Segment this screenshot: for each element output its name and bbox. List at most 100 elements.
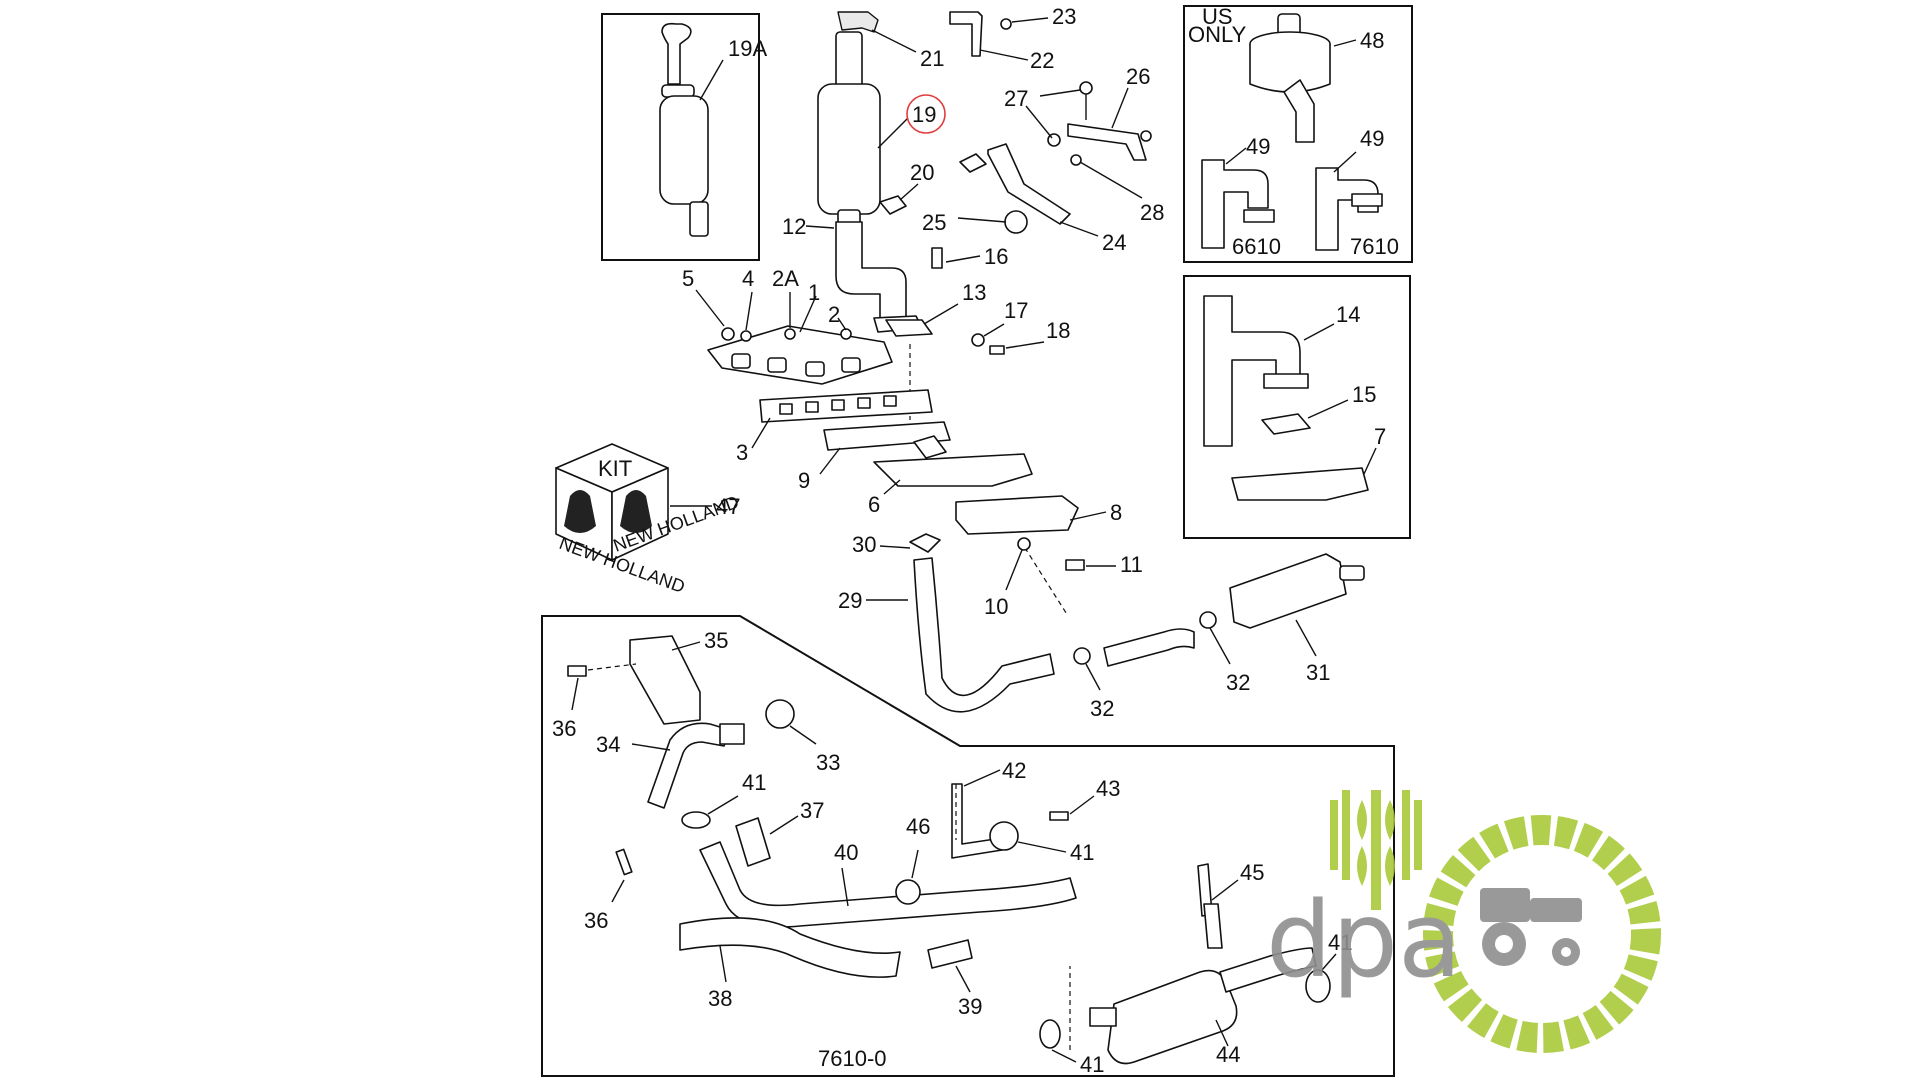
elbow-14 — [1203, 295, 1309, 447]
callout-9: 9 — [798, 468, 810, 493]
precleaner-48 — [1249, 13, 1331, 143]
inset-elbow-14-frame — [1183, 275, 1411, 539]
us-only-line1: US — [1202, 4, 1233, 29]
callout-36b: 36 — [584, 908, 608, 933]
pipe-38: 38 — [679, 917, 901, 1011]
callout-49a: 49 — [1246, 134, 1270, 159]
clamp-20: 20 — [879, 160, 934, 215]
us-only-line2: ONLY — [1188, 22, 1247, 47]
support-24: 25 24 — [922, 143, 1126, 255]
callout-14: 14 — [1336, 302, 1360, 327]
callout-20: 20 — [910, 160, 934, 185]
clamp-41-lower: 41 — [1039, 1019, 1104, 1077]
heat-shield-35: 35 36 — [552, 628, 728, 741]
clamps-32: 32 32 — [1073, 611, 1250, 721]
callout-27: 27 — [1004, 86, 1028, 111]
callout-3: 3 — [736, 440, 748, 465]
callout-38: 38 — [708, 986, 732, 1011]
callout-43: 43 — [1096, 776, 1120, 801]
callout-41b: 41 — [1070, 840, 1094, 865]
label-7610: 7610 — [1350, 234, 1399, 259]
gear-icon — [1423, 815, 1661, 1053]
callout-4: 4 — [742, 266, 754, 291]
callout-18: 18 — [1046, 318, 1070, 343]
callout-36a: 36 — [552, 716, 576, 741]
callout-41c: 41 — [1328, 930, 1352, 955]
callout-28: 28 — [1140, 200, 1164, 225]
new-holland-logo-icon — [564, 490, 652, 533]
callout-37: 37 — [800, 798, 824, 823]
wheat-icon — [1330, 790, 1422, 910]
inset-elbow-14: 14 15 7 — [1183, 275, 1411, 539]
callout-22: 22 — [1030, 48, 1054, 73]
callout-7: 7 — [1374, 424, 1386, 449]
callout-13: 13 — [962, 280, 986, 305]
callout-40: 40 — [834, 840, 858, 865]
callout-39: 39 — [958, 994, 982, 1019]
gasket-13: 13 17 18 — [885, 280, 1070, 420]
tractor-icon — [1480, 888, 1582, 966]
elbow-49-6610 — [1201, 159, 1275, 249]
kit-box-47: KIT NEW HOLLAND NEW HOLLAND 47 — [555, 443, 741, 597]
callout-41d: 41 — [1080, 1052, 1104, 1077]
muffler-19a — [659, 22, 709, 237]
callout-29: 29 — [838, 588, 862, 613]
elbow-49-7610 — [1315, 167, 1383, 251]
dpa-wordmark: dpa — [1266, 879, 1462, 1001]
callout-2a: 2A — [772, 266, 799, 291]
callout-45: 45 — [1240, 860, 1264, 885]
callout-15: 15 — [1352, 382, 1376, 407]
pipe-29: 30 29 — [838, 532, 1055, 713]
inset-us-only-frame — [1183, 5, 1413, 263]
bracket-42: 42 43 41 — [951, 758, 1120, 865]
dpa-watermark: dpa — [1266, 790, 1661, 1053]
callout-46: 46 — [906, 814, 930, 839]
callout-44: 44 — [1216, 1042, 1240, 1067]
highlight-ring-19 — [906, 94, 946, 134]
callout-12: 12 — [782, 214, 806, 239]
label-6610: 6610 — [1232, 234, 1281, 259]
callout-32b: 32 — [1226, 670, 1250, 695]
callout-49b: 49 — [1360, 126, 1384, 151]
callout-2: 2 — [828, 302, 840, 327]
heat-shield-37: 37 — [735, 798, 824, 867]
lower-7610-frame: 7610-0 — [541, 615, 1395, 1077]
callout-41a: 41 — [742, 770, 766, 795]
bracket-26: 27 26 28 — [1004, 64, 1164, 225]
callout-23: 23 — [1052, 4, 1076, 29]
callout-24: 24 — [1102, 230, 1126, 255]
inset-19a-frame — [601, 13, 760, 261]
manifold-7 — [1231, 467, 1369, 501]
callout-1: 1 — [808, 280, 820, 305]
elbow-pipe-12: 12 — [782, 214, 923, 333]
callout-25: 25 — [922, 210, 946, 235]
callout-6: 6 — [868, 492, 880, 517]
callout-11: 11 — [1120, 552, 1143, 577]
inset-us-only: US ONLY 48 49 6610 49 7610 — [1183, 4, 1413, 263]
callout-32a: 32 — [1090, 696, 1114, 721]
callout-19a: 19A — [728, 36, 767, 61]
clamp-46: 46 — [895, 814, 930, 905]
clamp-21: 21 — [837, 11, 944, 71]
inset-19a: 19A — [601, 13, 767, 261]
callout-30: 30 — [852, 532, 876, 557]
callout-10: 10 — [984, 594, 1008, 619]
callout-34: 34 — [596, 732, 620, 757]
callout-8: 8 — [1110, 500, 1122, 525]
clamp-41-right: 41 — [1305, 930, 1352, 1003]
bolt-16: 16 — [931, 244, 1008, 269]
kit-label: KIT — [598, 456, 632, 481]
callout-5: 5 — [682, 266, 694, 291]
callout-16: 16 — [984, 244, 1008, 269]
bracket-22: 23 22 — [949, 4, 1076, 73]
callout-26: 26 — [1126, 64, 1150, 89]
callout-17: 17 — [1004, 298, 1028, 323]
figure-code: 7610-0 — [818, 1046, 887, 1071]
muffler-44: 44 — [1069, 947, 1317, 1067]
callout-48: 48 — [1360, 28, 1384, 53]
gasket-3: 3 — [736, 389, 933, 465]
elbow-34: 34 33 41 36 — [584, 699, 840, 933]
exhaust-manifold-6: 9 6 — [798, 421, 1033, 517]
gasket-15 — [1261, 413, 1311, 435]
